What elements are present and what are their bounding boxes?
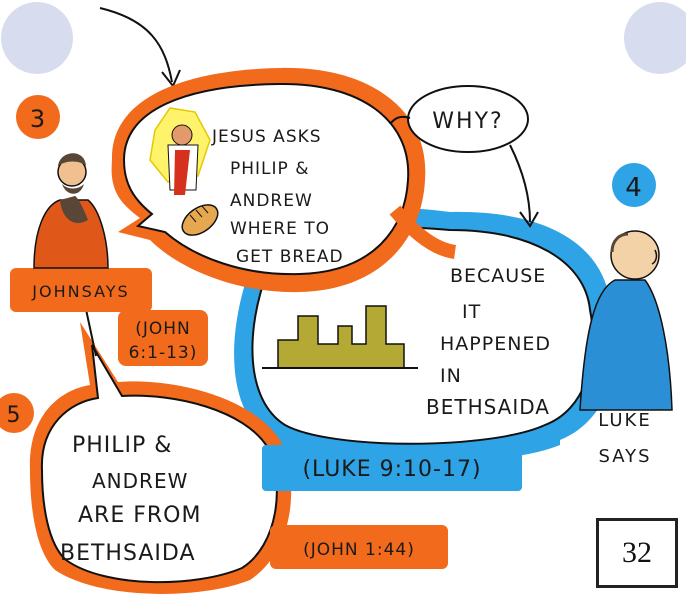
page-number: 32 — [596, 518, 678, 588]
john-6-tag-bg — [118, 310, 208, 366]
luke-figure — [579, 230, 673, 411]
philip-bubble-line: PHILIP & — [72, 433, 172, 458]
why-arrow-head — [519, 211, 539, 228]
jesus-bubble-line: PHILIP & — [230, 159, 309, 179]
philip-bubble-line: BETHSAIDA — [60, 541, 196, 566]
city-skyline-icon — [262, 305, 418, 369]
john-says-bg — [10, 268, 152, 312]
badge-three-bg — [16, 95, 60, 139]
john-figure — [33, 153, 109, 269]
jesus-bubble-tail — [389, 205, 457, 259]
jesus-bubble-line: JESUS ASKS — [211, 127, 322, 147]
john-6-reference-line2: 6:1-13) — [129, 343, 198, 363]
john-says-label: JOHNSAYS — [31, 282, 129, 301]
philip-bubble — [29, 322, 292, 594]
jesus-bubble-line: WHERE TO — [230, 219, 330, 239]
because-bubble-line: BETHSAIDA — [426, 395, 550, 419]
because-bubble-line: BECAUSE — [450, 265, 546, 287]
corner-circle-right — [624, 2, 686, 74]
why-bubble — [389, 85, 539, 228]
incoming-arrow — [99, 7, 173, 83]
because-bubble-line: IT — [462, 301, 481, 323]
jesus-figure — [149, 107, 211, 195]
philip-bubble-line: ARE FROM — [78, 503, 201, 528]
john-1-tag-bg — [270, 525, 448, 569]
jesus-bubble-line: ANDREW — [230, 191, 313, 211]
jesus-bubble-line: GET BREAD — [236, 247, 344, 267]
john-6-reference-line1: (JOHN — [135, 319, 191, 339]
luke-tag-bg — [262, 445, 522, 491]
because-bubble-line: IN — [440, 365, 462, 387]
because-bubble-line: HAPPENED — [440, 333, 551, 355]
luke-says-label-line1: LUKE — [598, 410, 651, 431]
bread-icon — [181, 204, 219, 236]
badge-three: 3 — [30, 105, 46, 133]
why-text: WHY? — [432, 109, 503, 134]
why-arrow — [509, 144, 531, 223]
badge-five-bg — [0, 393, 34, 433]
corner-circle-left — [1, 2, 73, 74]
badge-five: 5 — [7, 403, 22, 428]
luke-says-label-line2: SAYS — [598, 446, 651, 467]
philip-bubble-line: ANDREW — [92, 469, 188, 493]
luke-reference: (LUKE 9:10-17) — [302, 457, 481, 482]
john-1-reference: (JOHN 1:44) — [303, 540, 415, 560]
badge-four: 4 — [625, 173, 643, 203]
badge-four-bg — [612, 163, 656, 207]
